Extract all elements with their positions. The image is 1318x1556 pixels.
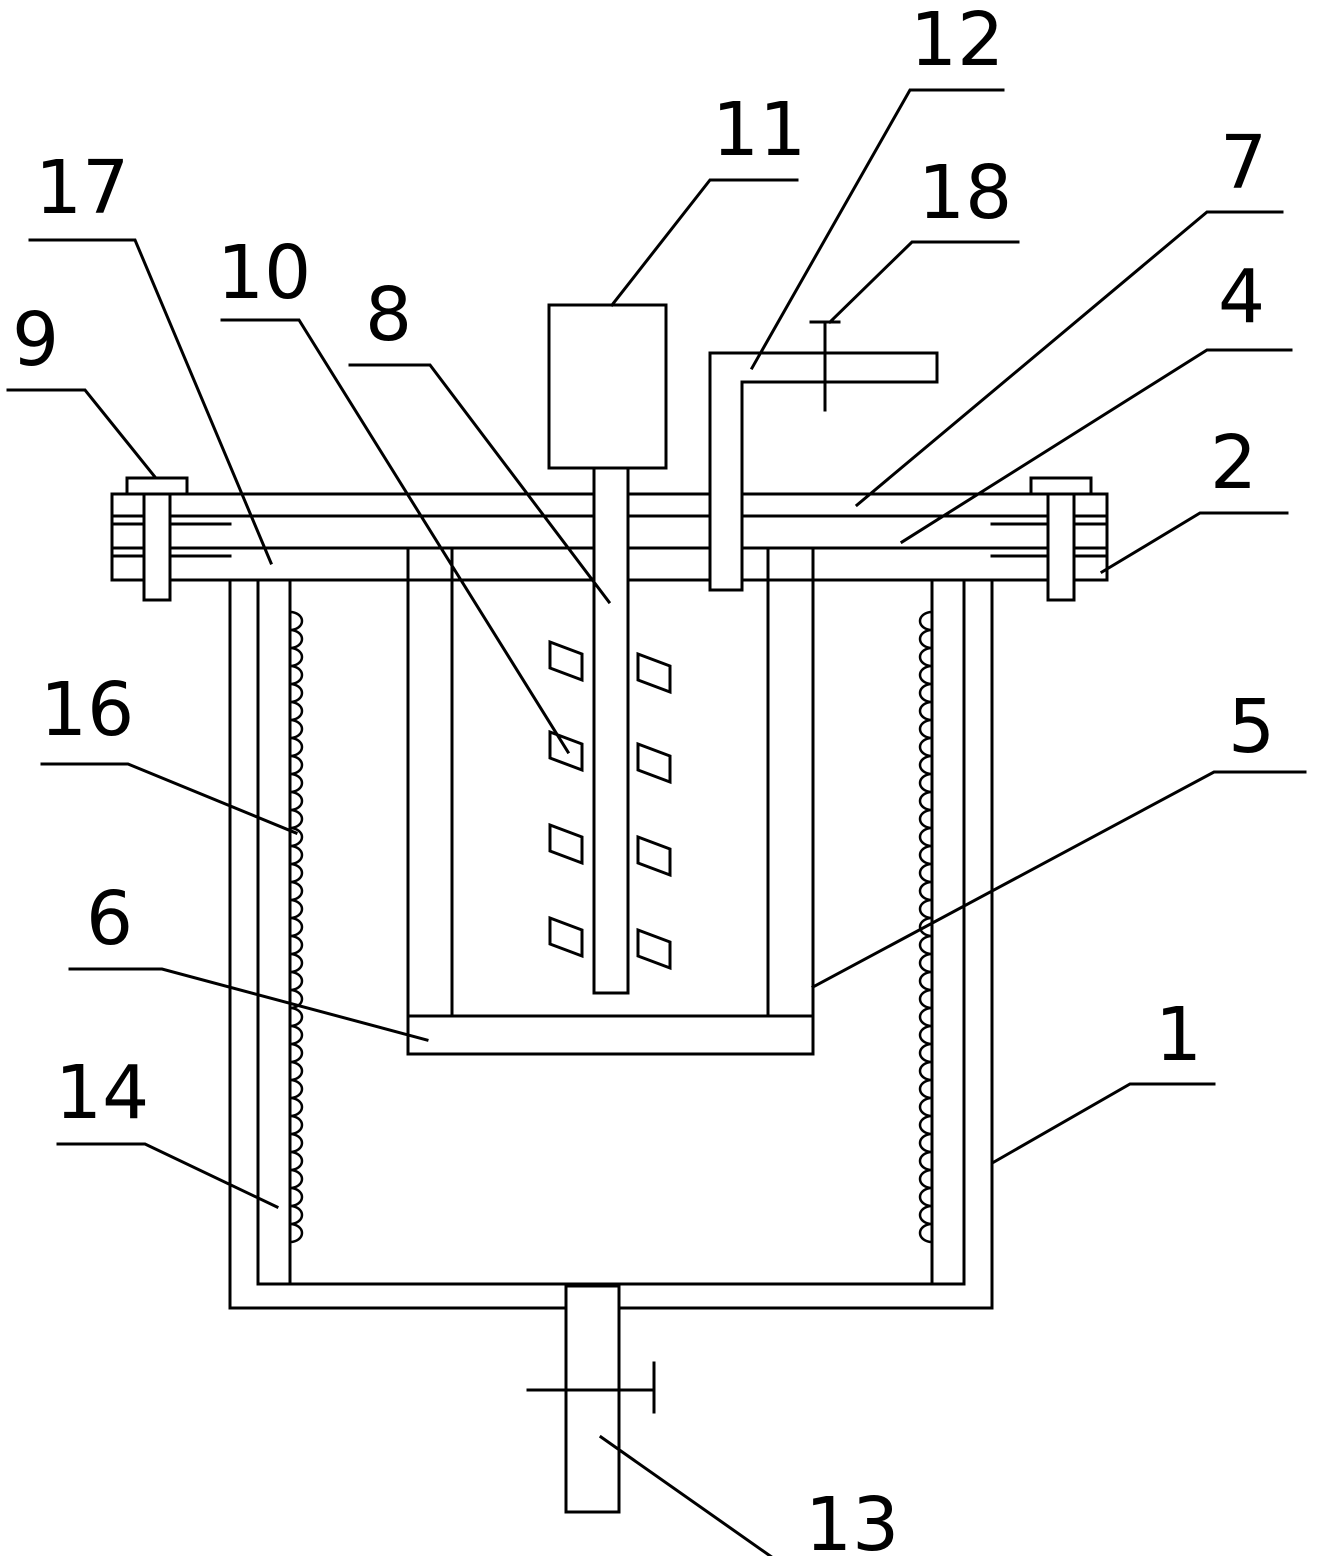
drain-valve [526, 1361, 656, 1414]
label-5: 5 [1228, 684, 1275, 770]
inlet-valve [809, 320, 841, 412]
label-2: 2 [1210, 420, 1257, 506]
label-14: 14 [55, 1050, 149, 1136]
leader-lines [6, 88, 1307, 1556]
stirring-shaft [592, 466, 630, 995]
heating-coil-right [918, 610, 933, 1244]
motor [547, 303, 668, 470]
heating-coil-left [289, 610, 304, 1244]
inner-basket [406, 546, 815, 1018]
inlet-pipe [708, 351, 939, 592]
label-17: 17 [35, 145, 129, 231]
label-11: 11 [712, 87, 806, 173]
label-8: 8 [365, 272, 412, 358]
bolt-right [1029, 476, 1093, 602]
label-6: 6 [86, 876, 133, 962]
reference-numerals: 12 11 18 7 4 2 5 1 17 10 8 9 16 6 14 13 [12, 0, 1275, 1556]
label-16: 16 [40, 667, 134, 753]
label-18: 18 [918, 150, 1012, 236]
label-12: 12 [910, 0, 1004, 83]
drain-pipe [564, 1284, 621, 1514]
basket-bottom-plate [406, 1014, 815, 1056]
label-9: 9 [12, 297, 59, 383]
label-10: 10 [217, 230, 311, 316]
label-13: 13 [805, 1482, 899, 1556]
stirring-paddles [548, 639, 672, 971]
bolt-left [125, 476, 189, 602]
label-7: 7 [1220, 120, 1267, 206]
label-1: 1 [1155, 992, 1202, 1078]
label-4: 4 [1218, 254, 1265, 340]
